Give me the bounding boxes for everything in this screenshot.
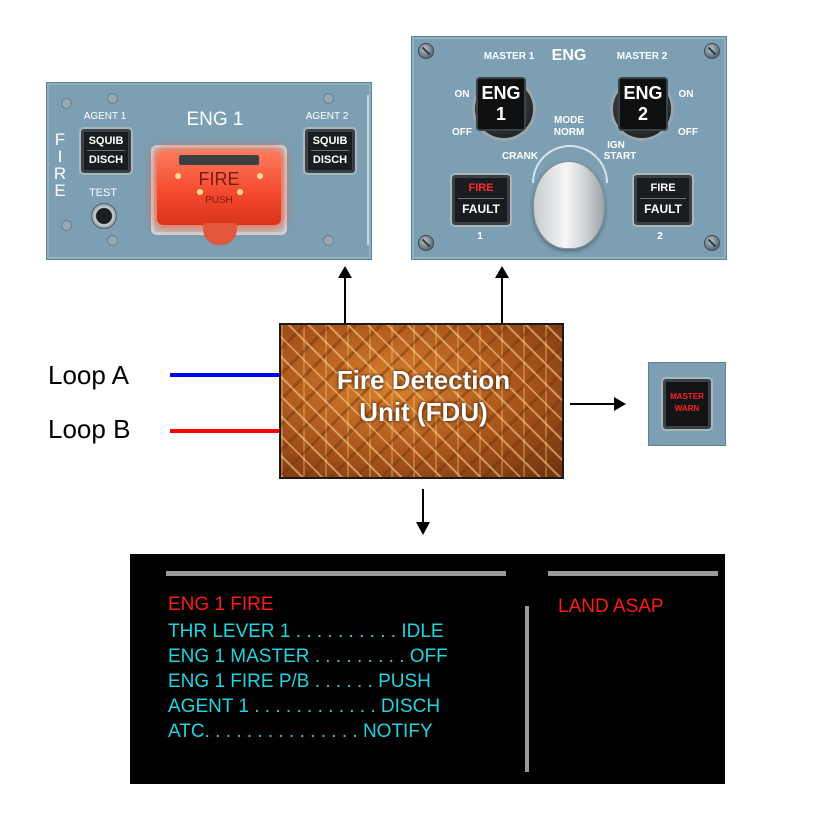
ecam-procedure-line: ENG 1 MASTER . . . . . . . . . OFF [168, 646, 448, 667]
ecam-procedure-line: ATC. . . . . . . . . . . . . . . NOTIFY [168, 721, 433, 742]
arrowhead-up-icon [495, 266, 509, 278]
screw-icon [418, 235, 434, 251]
loop-b-label: Loop B [48, 414, 131, 444]
agent2-label: AGENT 2 [305, 111, 349, 122]
fdu-title-line1: Fire Detection [336, 365, 511, 395]
start-label: START [603, 151, 637, 162]
eng2-cap-label: ENG [623, 83, 663, 103]
test-button[interactable] [91, 203, 117, 229]
squib-label: SQUIB [88, 135, 124, 147]
screw-icon [704, 43, 720, 59]
fault-label: FAULT [644, 202, 682, 216]
agent2-squib-disch-button[interactable]: SQUIB DISCH [305, 129, 355, 173]
ecam-procedure-line: AGENT 1 . . . . . . . . . . . . DISCH [168, 696, 441, 717]
disch-label: DISCH [88, 154, 124, 166]
screw-icon [418, 43, 434, 59]
push-label: PUSH [205, 195, 233, 206]
on-label: ON [454, 89, 470, 100]
eng1-fire-panel: FIRE ENG 1 AGENT 1 SQUIB DISCH AGENT 2 S… [46, 82, 372, 260]
eng1-fire-pushbutton[interactable]: FIRE PUSH [157, 151, 281, 225]
on-label: ON [678, 89, 694, 100]
arrow-to-master-warn [570, 403, 616, 405]
divider [311, 150, 349, 151]
divider [87, 150, 125, 151]
eng-title: ENG [551, 47, 587, 64]
fire-button-label: FIRE [198, 169, 240, 189]
fault-label: FAULT [462, 202, 500, 216]
ecam-right-header-bar [548, 571, 718, 576]
squib-label: SQUIB [312, 135, 348, 147]
guard-hinge [179, 155, 259, 165]
mode-selector-knob[interactable] [533, 161, 605, 249]
norm-label: NORM [553, 127, 585, 138]
divider [640, 198, 686, 199]
indicator-light [257, 173, 263, 179]
divider [458, 198, 504, 199]
screw-icon [61, 220, 72, 231]
master2-switch[interactable]: ENG 2 [618, 77, 668, 131]
loop-a-line [170, 373, 280, 377]
fire-label: FIRE [650, 182, 676, 194]
arrow-to-ecam [422, 489, 424, 525]
screw-icon [704, 235, 720, 251]
master-warn-panel: MASTER WARN [648, 362, 726, 446]
loop-a-label: Loop A [48, 360, 129, 390]
fdu-title-line2: Unit (FDU) [359, 397, 488, 427]
screw-icon [107, 235, 118, 246]
indicator-light [237, 189, 243, 195]
eng1-cap-number: 1 [495, 104, 506, 124]
warn-label: WARN [674, 404, 700, 413]
ign-label: IGN [607, 140, 625, 151]
loop-b-line [170, 429, 280, 433]
master-label: MASTER [670, 392, 704, 401]
mode-label: MODE [554, 115, 584, 126]
ecam-procedure-line: ENG 1 FIRE P/B . . . . . . PUSH [168, 671, 431, 692]
ecam-left-header-bar [166, 571, 506, 576]
screw-icon [107, 93, 118, 104]
master2-label: MASTER 2 [616, 51, 668, 62]
fire-label: FIRE [468, 182, 494, 194]
arrowhead-down-icon [416, 522, 430, 535]
crank-label: CRANK [501, 151, 539, 162]
ecam-memo-land-asap: LAND ASAP [558, 596, 664, 617]
off-label: OFF [678, 127, 698, 138]
fire-button-pull-tab [203, 223, 237, 245]
ecam-procedure-line: THR LEVER 1 . . . . . . . . . . IDLE [168, 621, 444, 642]
eng-master-panel: ENG MASTER 1 MASTER 2 ON OFF ENG 1 ON OF… [411, 36, 727, 260]
ecam-procedure-list: THR LEVER 1 . . . . . . . . . . IDLE ENG… [168, 619, 448, 744]
off-label: OFF [452, 127, 472, 138]
fdu-box: Fire Detection Unit (FDU) [279, 323, 564, 479]
fire-fault-1-indicator: FIRE FAULT [452, 175, 510, 225]
ecam-display: ENG 1 FIRE THR LEVER 1 . . . . . . . . .… [130, 554, 725, 784]
screw-icon [61, 98, 72, 109]
fire-fault-2-index: 2 [657, 231, 663, 242]
screw-icon [323, 93, 334, 104]
agent1-squib-disch-button[interactable]: SQUIB DISCH [81, 129, 131, 173]
test-label: TEST [88, 187, 118, 199]
fire-side-label: FIRE [53, 130, 67, 200]
disch-label: DISCH [312, 154, 348, 166]
indicator-light [175, 173, 181, 179]
eng1-title: ENG 1 [186, 109, 244, 130]
ecam-divider [525, 606, 529, 772]
master-warn-button[interactable]: MASTER WARN [663, 379, 711, 429]
master1-switch[interactable]: ENG 1 [476, 77, 526, 131]
agent1-label: AGENT 1 [83, 111, 127, 122]
eng2-cap-number: 2 [637, 104, 648, 124]
arrowhead-right-icon [614, 397, 626, 411]
arrowhead-up-icon [338, 266, 352, 278]
fire-fault-2-indicator: FIRE FAULT [634, 175, 692, 225]
panel-divider [367, 95, 369, 245]
master1-label: MASTER 1 [483, 51, 535, 62]
arrow-to-eng1-panel [344, 275, 346, 323]
indicator-light [197, 189, 203, 195]
eng1-cap-label: ENG [481, 83, 521, 103]
fire-fault-1-index: 1 [477, 231, 483, 242]
screw-icon [323, 235, 334, 246]
arrow-to-eng-master-panel [501, 275, 503, 323]
ecam-warning-title: ENG 1 FIRE [168, 594, 274, 615]
